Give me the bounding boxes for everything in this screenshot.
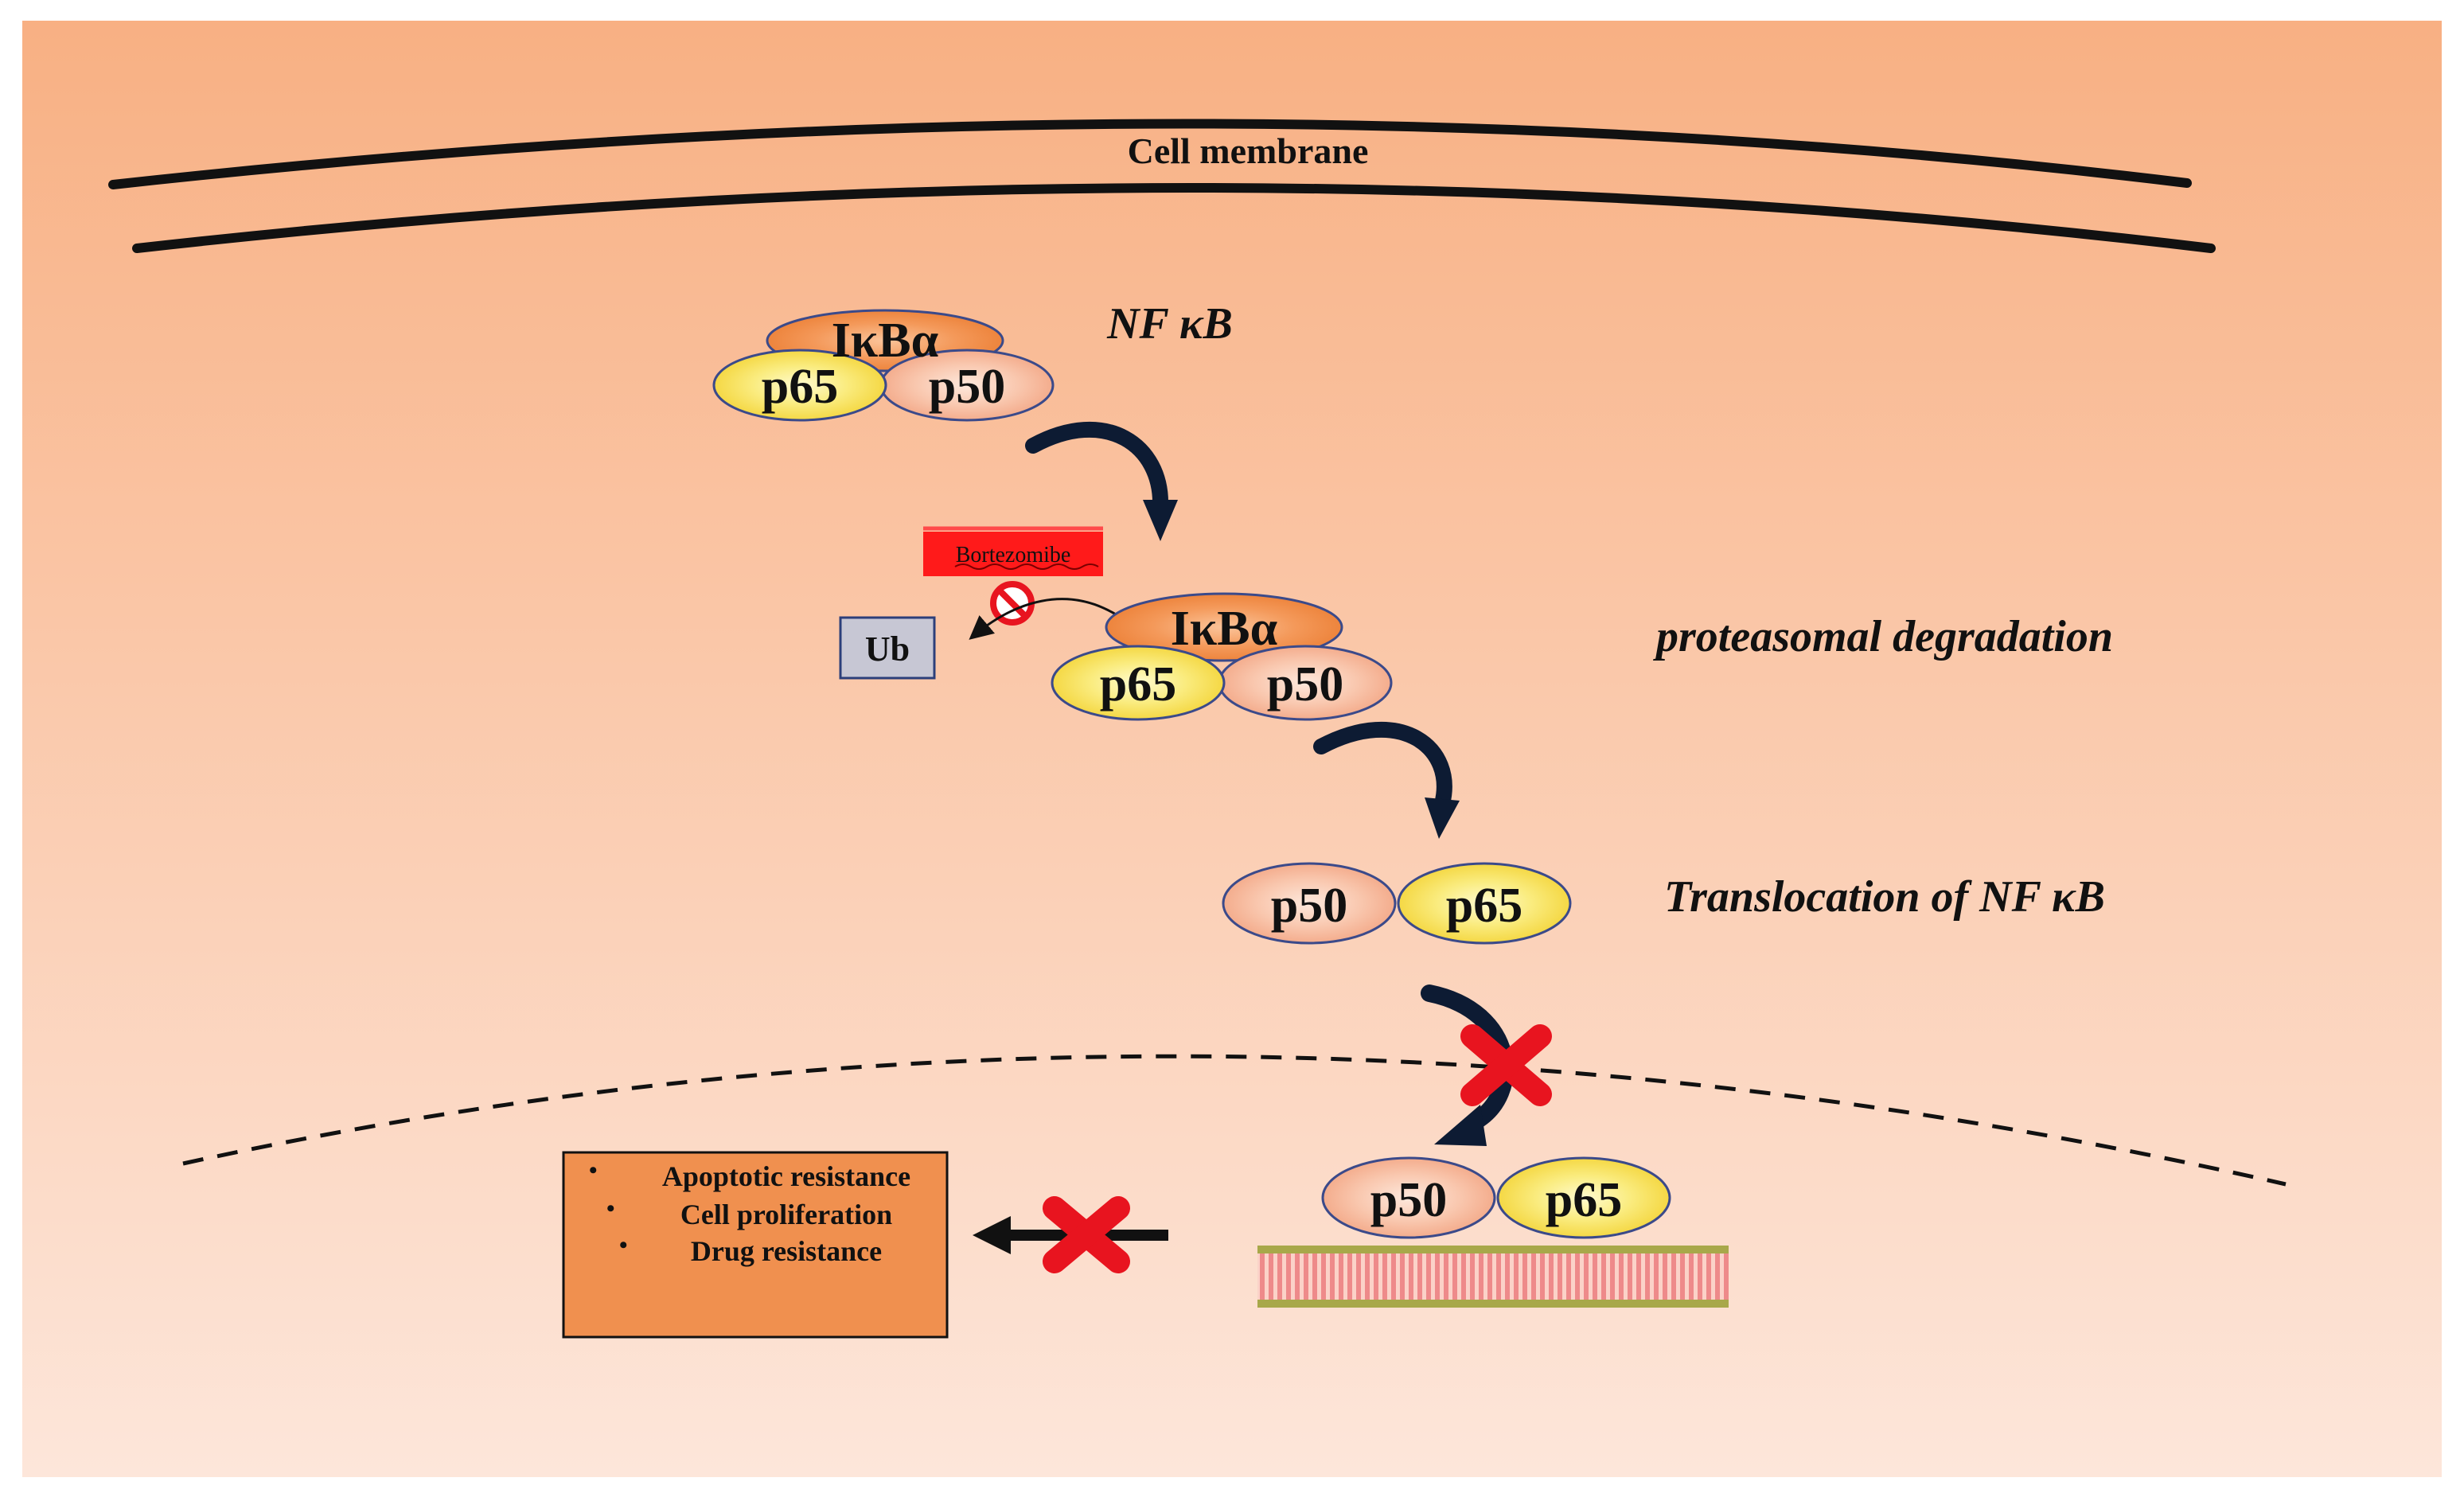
p65-label: p65 — [762, 360, 838, 414]
p65-label: p65 — [1546, 1173, 1622, 1227]
ub-box — [839, 616, 936, 680]
complex-ikba-p65-p50-top: IκBα p65 p50 — [712, 309, 1055, 422]
nuclear-membrane — [182, 1054, 2287, 1187]
p65-protein — [1397, 862, 1572, 945]
outcome-item: Apoptotic resistance — [662, 1160, 910, 1192]
dna-background — [1257, 1250, 1729, 1304]
block-x-icon — [1460, 1024, 1552, 1106]
nfkb-label: NF κB — [1106, 299, 1233, 349]
curved-arrow-1 — [1025, 421, 1178, 541]
cell-membrane — [108, 119, 2216, 253]
p65-protein — [712, 349, 887, 422]
bortezomib-label: Bortezomibe — [956, 543, 1071, 567]
ikba-protein — [1105, 592, 1343, 662]
block-x-icon — [1043, 1196, 1130, 1273]
complex-ikba-p65-p50-middle: IκBα p65 p50 — [1051, 592, 1393, 721]
dimer-p50-p65-nucleus: p50 p65 — [1321, 1156, 1671, 1239]
translocation-label: Translocation of NF κB — [1664, 872, 2105, 922]
bullet: • — [619, 1232, 628, 1258]
dna-strand — [1257, 1246, 1729, 1308]
outcomes-box: • Apoptotic resistance • Cell proliferat… — [562, 1151, 949, 1339]
proteasomal-degradation-label: proteasomal degradation — [1653, 612, 2113, 661]
p50-protein — [1222, 862, 1397, 945]
ikba-label: IκBα — [1171, 602, 1278, 656]
ub-label: Ub — [865, 630, 910, 669]
outcome-item: Cell proliferation — [680, 1199, 892, 1230]
bullet: • — [589, 1157, 598, 1183]
outcome-item: Drug resistance — [691, 1235, 882, 1267]
p50-label: p50 — [1271, 879, 1347, 933]
ikba-label: IκBα — [832, 314, 939, 368]
p50-label: p50 — [1267, 657, 1343, 712]
ubiquitination-arrow — [969, 598, 1117, 640]
p65-protein — [1051, 645, 1226, 721]
cytoplasm-background — [22, 21, 2442, 1477]
p50-label: p50 — [1370, 1173, 1447, 1227]
p65-label: p65 — [1446, 879, 1522, 933]
curved-arrow-2 — [1313, 721, 1460, 839]
bortezomib-inhibitor: Bortezomibe — [923, 526, 1103, 576]
dimer-p50-p65-translocation: p50 p65 — [1222, 862, 1572, 945]
p65-protein — [1496, 1156, 1671, 1239]
bullet: • — [606, 1195, 615, 1222]
p65-label: p65 — [1100, 657, 1176, 712]
p50-label: p50 — [929, 360, 1005, 414]
cell-membrane-label: Cell membrane — [1128, 131, 1369, 171]
p50-protein — [1321, 1156, 1496, 1239]
